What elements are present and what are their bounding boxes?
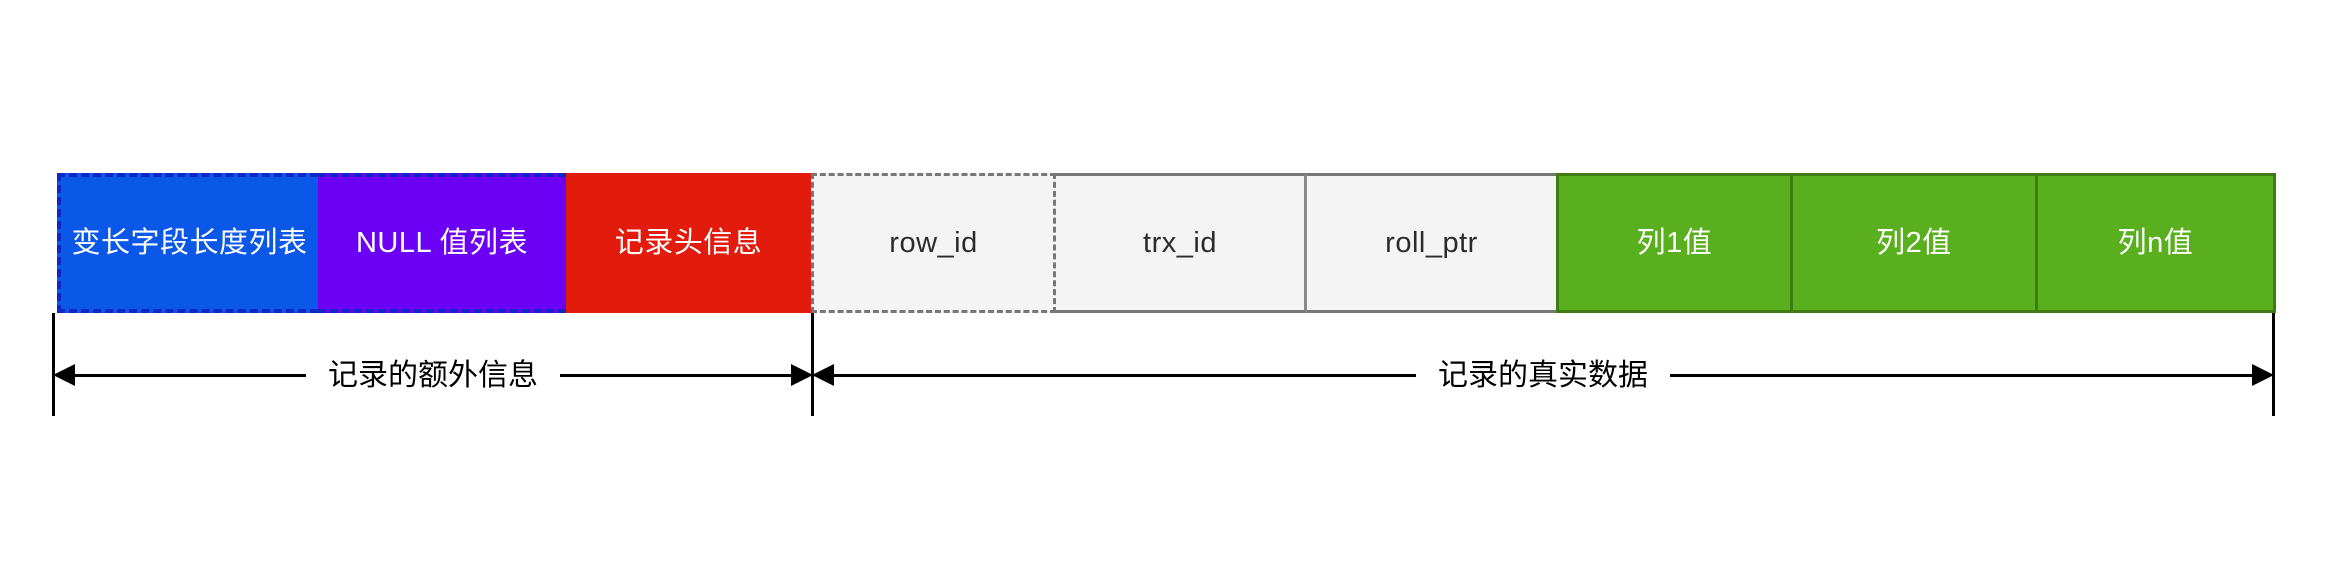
measure-line [1670,373,2252,377]
arrow-left-icon [53,364,75,386]
block-null-value-list[interactable]: NULL 值列表 [318,173,566,313]
block-label: 记录头信息 [614,226,763,259]
block-label: roll_ptr [1385,226,1478,259]
measure-line [560,373,791,377]
measure-extra-info: 记录的额外信息 [53,358,813,392]
block-trx-id[interactable]: trx_id [1056,173,1307,313]
block-varlen-field-length-list[interactable]: 变长字段长度列表 [57,173,318,313]
block-column-2-value[interactable]: 列2值 [1793,173,2038,313]
record-block-row: 变长字段长度列表 NULL 值列表 记录头信息 row_id trx_id ro… [57,173,2276,313]
arrow-right-icon [791,364,813,386]
block-label: 列1值 [1636,226,1713,259]
block-label: trx_id [1143,226,1217,259]
block-record-header[interactable]: 记录头信息 [566,173,811,313]
block-roll-ptr[interactable]: roll_ptr [1307,173,1556,313]
block-label: row_id [889,226,978,259]
block-label: NULL 值列表 [355,226,529,259]
block-row-id[interactable]: row_id [811,173,1056,313]
measure-real-data: 记录的真实数据 [812,358,2274,392]
block-label: 列2值 [1876,226,1952,259]
block-column-1-value[interactable]: 列1值 [1556,173,1793,313]
measure-label: 记录的真实数据 [1438,359,1648,392]
arrow-left-icon [812,364,834,386]
measure-label: 记录的额外信息 [328,359,538,392]
arrow-right-icon [2252,364,2274,386]
block-label: 变长字段长度列表 [71,226,308,259]
measure-line [75,373,306,377]
block-label: 列n值 [2117,226,2194,259]
measure-line [834,373,1416,377]
block-column-n-value[interactable]: 列n值 [2038,173,2276,313]
